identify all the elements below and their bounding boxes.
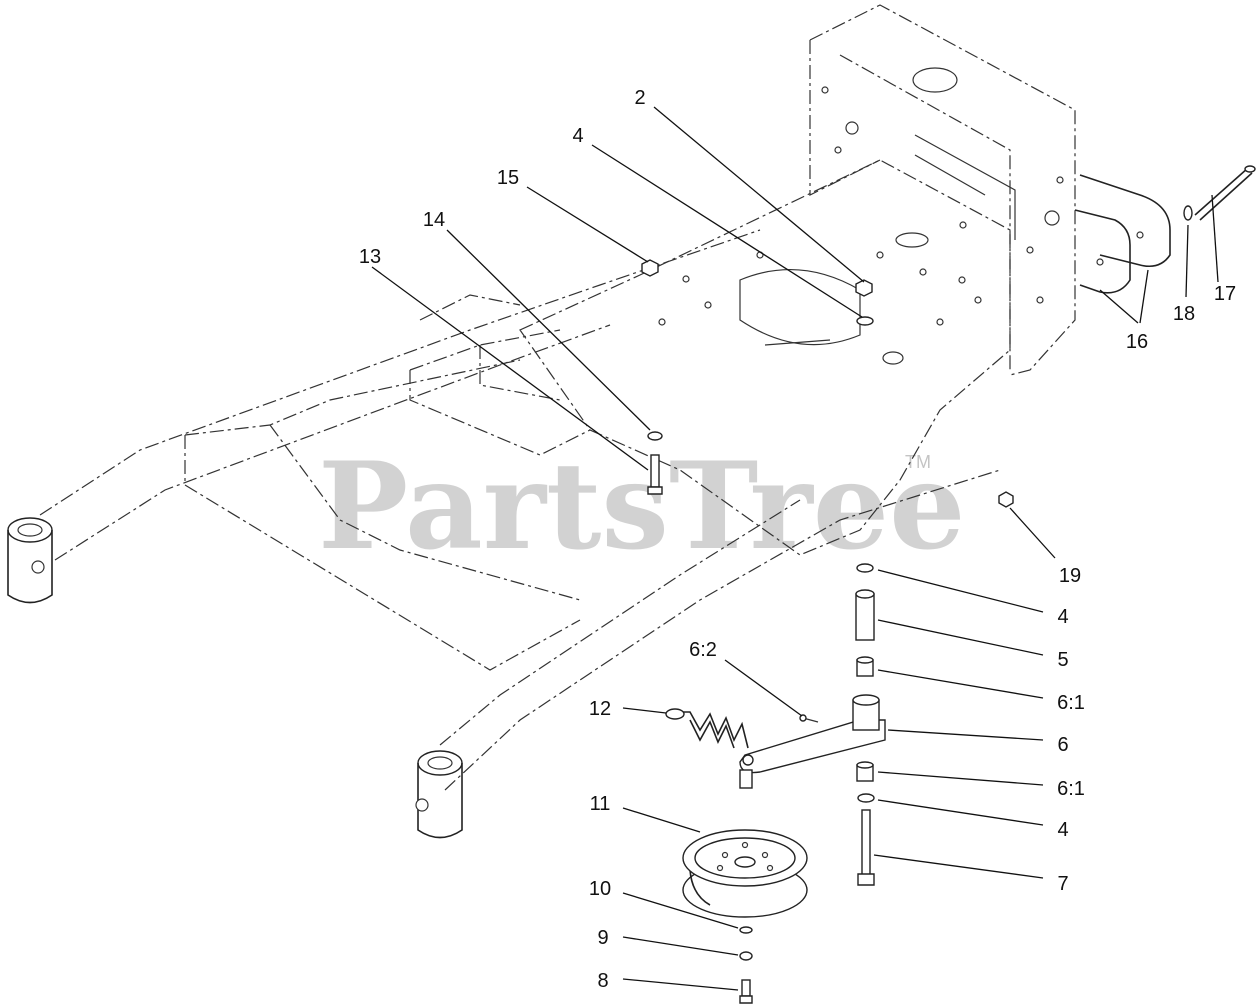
frame-rails <box>39 229 1001 791</box>
callout-19: 19 <box>1059 565 1081 587</box>
rear-bracket-blocks <box>1074 174 1171 294</box>
callout-15: 15 <box>497 167 519 189</box>
callout-2: 2 <box>634 87 645 109</box>
callout-4-lower: 4 <box>1057 819 1068 841</box>
grease-fitting-6-2 <box>799 714 819 723</box>
nut-15 <box>641 259 659 277</box>
washer-4-lower <box>857 793 875 803</box>
callout-6-1-upper: 6:1 <box>1057 692 1085 714</box>
bolt-13 <box>647 454 663 495</box>
callout-16: 16 <box>1126 331 1148 353</box>
spacer-5 <box>855 589 875 641</box>
rear-tower <box>809 4 1076 376</box>
right-caster-tube <box>415 750 463 839</box>
bushing-6-1-upper <box>856 656 874 677</box>
callout-17: 17 <box>1214 283 1236 305</box>
callout-10: 10 <box>589 878 611 900</box>
callout-7: 7 <box>1057 873 1068 895</box>
leader-lines <box>371 106 1219 991</box>
deck-plate <box>519 159 1011 556</box>
bolt-17 <box>1194 165 1256 221</box>
washer-14 <box>647 431 663 441</box>
idler-pulley-11 <box>682 829 808 918</box>
idler-arm-6 <box>739 694 886 789</box>
callout-13: 13 <box>359 246 381 268</box>
callout-6-1-lower: 6:1 <box>1057 778 1085 800</box>
callout-labels: 2 4 15 14 13 17 18 16 19 4 5 6:2 6:1 12 … <box>359 87 1236 992</box>
callout-14: 14 <box>423 209 445 231</box>
callout-8: 8 <box>597 970 608 992</box>
nut-2 <box>855 279 873 297</box>
washer-18 <box>1183 205 1193 221</box>
bolt-8 <box>739 979 753 1004</box>
washer-4-top <box>856 316 874 326</box>
bushing-6-1-lower <box>856 761 874 782</box>
parts-tree-watermark: PartsTree <box>318 436 965 577</box>
nut-19 <box>998 491 1014 508</box>
callout-6-2: 6:2 <box>689 639 717 661</box>
bolt-7 <box>857 809 875 886</box>
callout-18: 18 <box>1173 303 1195 325</box>
callout-4: 4 <box>572 125 583 147</box>
callout-12: 12 <box>589 698 611 720</box>
left-caster-tube <box>7 517 53 604</box>
callout-4-upper: 4 <box>1057 606 1068 628</box>
washer-9 <box>739 951 753 961</box>
extension-spring-12 <box>665 708 749 749</box>
callout-9: 9 <box>597 927 608 949</box>
callout-6: 6 <box>1057 734 1068 756</box>
callout-5: 5 <box>1057 649 1068 671</box>
washer-10 <box>739 926 753 934</box>
trademark-mark: TM <box>905 452 931 472</box>
washer-4-upper <box>856 563 874 573</box>
callout-11: 11 <box>590 793 611 815</box>
